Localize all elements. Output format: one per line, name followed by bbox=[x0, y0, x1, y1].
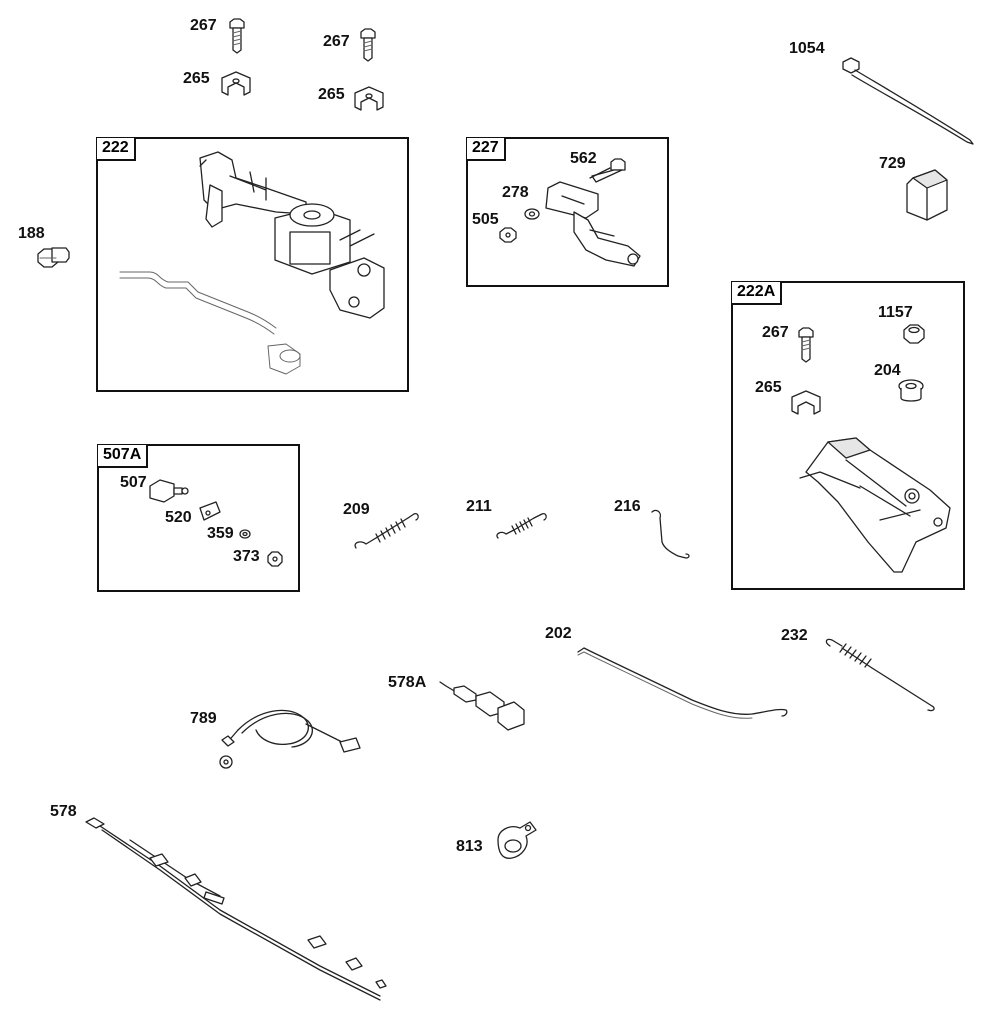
part-label-232: 232 bbox=[781, 627, 808, 644]
screw-188-part bbox=[37, 247, 70, 268]
lever-bracket-227-part bbox=[545, 181, 641, 267]
spring-216-part bbox=[651, 509, 690, 559]
clip-265-part bbox=[354, 86, 384, 111]
group-box-222a: 222A bbox=[731, 281, 965, 590]
part-label-267: 267 bbox=[323, 33, 350, 50]
clamp-813-part bbox=[497, 821, 537, 859]
spring-232-part bbox=[825, 638, 935, 712]
part-label-209: 209 bbox=[343, 501, 370, 518]
part-label-211: 211 bbox=[466, 498, 492, 515]
part-label-578: 578 bbox=[50, 803, 77, 820]
part-label-1157: 1157 bbox=[878, 304, 913, 321]
group-title-227: 227 bbox=[467, 138, 506, 161]
spring-211-part bbox=[496, 512, 547, 539]
spring-209-part bbox=[354, 512, 419, 549]
part-label-505: 505 bbox=[472, 211, 499, 228]
bolt-562-part bbox=[589, 158, 626, 183]
wire-harness-578-part bbox=[85, 817, 387, 1001]
bolt-267-part bbox=[229, 18, 245, 54]
nut-1157-part bbox=[903, 324, 925, 344]
part-label-562: 562 bbox=[570, 150, 597, 167]
part-label-278: 278 bbox=[502, 184, 529, 201]
group-box-507a: 507A bbox=[97, 444, 300, 592]
clip-265-part bbox=[791, 390, 821, 415]
part-label-188: 188 bbox=[18, 225, 45, 242]
clip-265-part bbox=[221, 71, 251, 96]
part-label-1054: 1054 bbox=[789, 40, 825, 57]
bushing-204-part bbox=[898, 379, 924, 402]
part-label-265: 265 bbox=[318, 86, 345, 103]
part-label-373: 373 bbox=[233, 548, 260, 565]
group-title-222a: 222A bbox=[732, 282, 783, 305]
bolt-267-part bbox=[798, 327, 814, 363]
control-plate-222a-part bbox=[799, 437, 951, 573]
bracket-assembly-222-part bbox=[119, 151, 385, 375]
nut-505-part bbox=[499, 227, 517, 243]
bolt-267-part bbox=[360, 28, 376, 62]
terminal-507-part bbox=[149, 479, 189, 503]
part-label-216: 216 bbox=[614, 498, 641, 515]
part-label-265: 265 bbox=[183, 70, 210, 87]
part-label-789: 789 bbox=[190, 710, 217, 727]
connector-578a-part bbox=[439, 681, 525, 731]
nut-373-part bbox=[267, 551, 283, 567]
part-label-578a: 578A bbox=[388, 674, 427, 691]
washer-359-part bbox=[239, 529, 251, 539]
cover-729-part bbox=[906, 169, 948, 221]
rod-202-part bbox=[577, 647, 788, 719]
part-label-202: 202 bbox=[545, 625, 572, 642]
part-label-204: 204 bbox=[874, 362, 901, 379]
part-label-813: 813 bbox=[456, 838, 483, 855]
washer-278-part bbox=[524, 208, 540, 220]
part-label-507: 507 bbox=[120, 474, 147, 491]
part-label-520: 520 bbox=[165, 509, 192, 526]
part-label-267: 267 bbox=[762, 324, 789, 341]
bracket-520-part bbox=[199, 501, 221, 521]
part-label-267: 267 bbox=[190, 17, 217, 34]
wire-harness-789-part bbox=[219, 709, 361, 769]
part-label-359: 359 bbox=[207, 525, 234, 542]
group-box-227: 227 bbox=[466, 137, 669, 287]
part-label-729: 729 bbox=[879, 155, 906, 172]
group-title-507a: 507A bbox=[98, 445, 149, 468]
cable-tie-1054-part bbox=[842, 57, 974, 145]
group-box-222: 222 bbox=[96, 137, 409, 392]
part-label-265: 265 bbox=[755, 379, 782, 396]
group-title-222: 222 bbox=[97, 138, 136, 161]
